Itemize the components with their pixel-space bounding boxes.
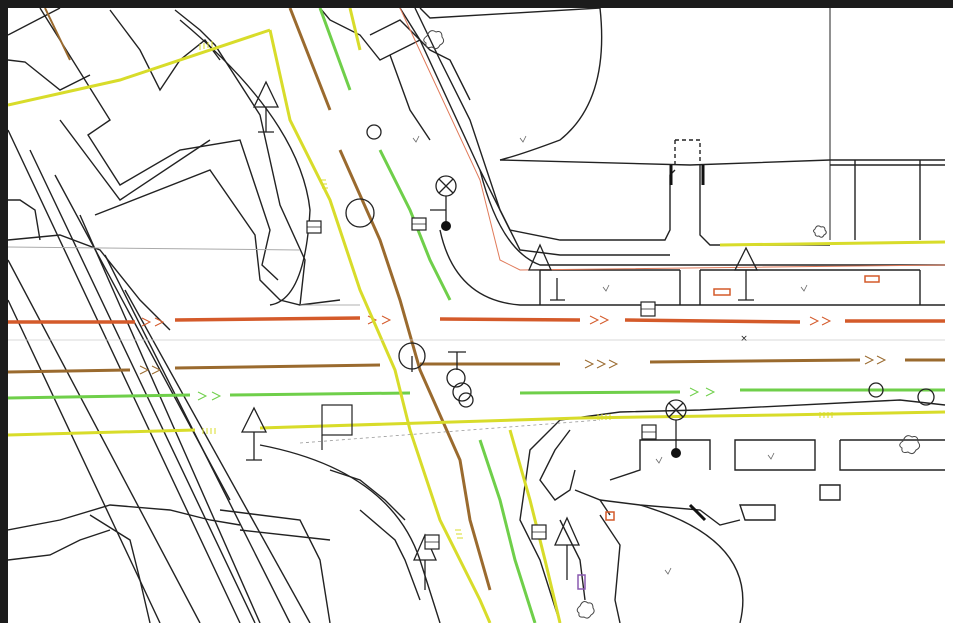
purple-marker [577, 574, 586, 590]
manhole-symbol [345, 124, 935, 408]
gas-lines [8, 8, 945, 623]
sewer-flow-marks [139, 355, 887, 375]
gate-posts [669, 165, 707, 522]
building-outlines [8, 8, 946, 623]
street-light-base [441, 221, 681, 458]
catch-basin-symbol [306, 217, 657, 550]
small-box-lines [307, 223, 656, 543]
water-main-lines [8, 316, 945, 324]
telecom-lines [8, 8, 946, 271]
sewer-lines [8, 8, 945, 591]
cross-mark-label: × [740, 334, 748, 344]
electric-hatch-marks [199, 41, 833, 539]
reference-lines [8, 304, 945, 444]
signal-pole-symbol [240, 80, 759, 590]
street-light-symbol [430, 175, 687, 450]
spot-marks [412, 135, 808, 575]
water-main-flow-marks [141, 315, 832, 327]
meter-boxes [605, 275, 880, 521]
gas-flow-marks [197, 387, 716, 401]
electric-lines [8, 8, 946, 623]
tree-symbol [423, 30, 921, 619]
utility-map[interactable]: × [8, 8, 953, 623]
